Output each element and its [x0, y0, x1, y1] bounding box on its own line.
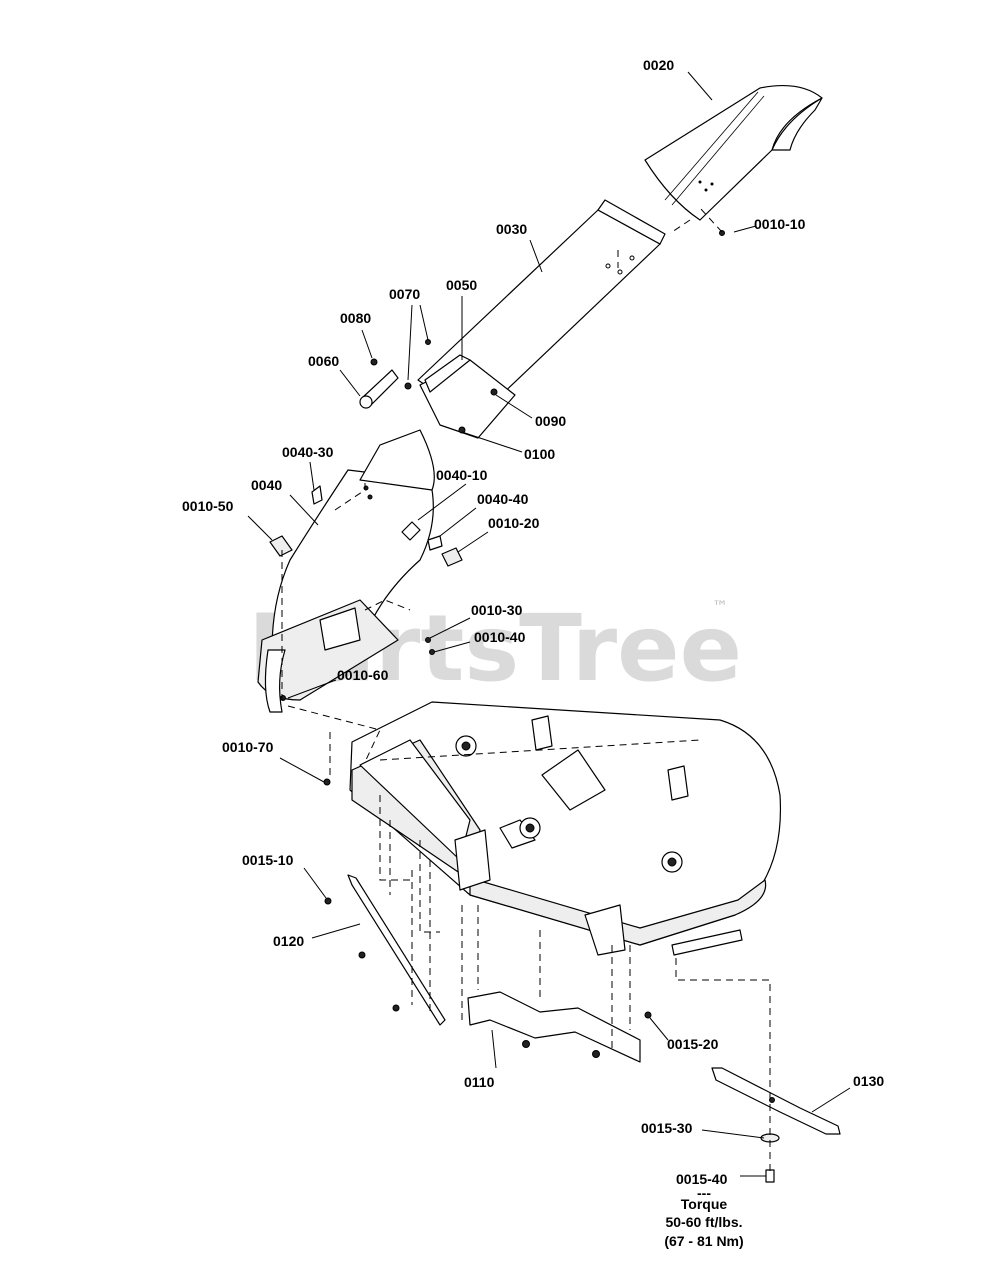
part-0010-60: [280, 695, 286, 701]
part-0080-nut: [370, 358, 378, 366]
part-0010-40: [429, 649, 435, 655]
label-0060[interactable]: 0060: [308, 353, 339, 369]
part-0020-chute-deflector[interactable]: [644, 84, 823, 221]
label-0130[interactable]: 0130: [853, 1073, 884, 1089]
label-0010-30[interactable]: 0010-30: [471, 602, 523, 618]
part-0040-10-bracket: [401, 521, 421, 541]
label-0040-10[interactable]: 0040-10: [436, 467, 488, 483]
label-0010-20[interactable]: 0010-20: [488, 515, 540, 531]
label-0015-10[interactable]: 0015-10: [242, 852, 294, 868]
label-0030[interactable]: 0030: [496, 221, 527, 237]
part-0010-70-nut: [323, 778, 331, 786]
label-0015-20[interactable]: 0015-20: [667, 1036, 719, 1052]
callout-labels: 0020 0010-10 0030 0050 0070 0080 0060 00…: [182, 57, 884, 1187]
torque-separator: ---: [697, 1185, 711, 1201]
label-0100[interactable]: 0100: [524, 446, 555, 462]
label-0070[interactable]: 0070: [389, 286, 420, 302]
label-0090[interactable]: 0090: [535, 413, 566, 429]
chute-hardware: [269, 230, 725, 786]
watermark-trademark: ™: [712, 597, 728, 616]
label-0010-40[interactable]: 0010-40: [474, 629, 526, 645]
part-0040-30-nut: [311, 485, 323, 505]
label-0040[interactable]: 0040: [251, 477, 282, 493]
part-0130-blade[interactable]: [711, 1067, 841, 1135]
part-0010-20-knob: [441, 547, 463, 567]
label-0120[interactable]: 0120: [273, 933, 304, 949]
label-0010-50[interactable]: 0010-50: [182, 498, 234, 514]
torque-value-metric: (67 - 81 Nm): [664, 1233, 743, 1249]
part-0070-washer: [404, 382, 412, 390]
label-0080[interactable]: 0080: [340, 310, 371, 326]
label-0020[interactable]: 0020: [643, 57, 674, 73]
part-0090-bracket[interactable]: [419, 354, 516, 439]
torque-value-imperial: 50-60 ft/lbs.: [665, 1214, 742, 1230]
label-0010-60[interactable]: 0010-60: [337, 667, 389, 683]
assembly-lines: [281, 207, 771, 1172]
part-0040-lower-chute[interactable]: [257, 429, 435, 713]
part-0015-40-bolt[interactable]: [765, 1169, 775, 1183]
label-0040-40[interactable]: 0040-40: [477, 491, 529, 507]
label-0015-30[interactable]: 0015-30: [641, 1120, 693, 1136]
torque-title: Torque: [681, 1196, 728, 1212]
part-0040-40-bolt: [427, 535, 443, 551]
label-0015-40[interactable]: 0015-40: [676, 1171, 728, 1187]
label-0110[interactable]: 0110: [464, 1074, 495, 1090]
part-0010-50-knob: [269, 535, 293, 557]
part-0010-30: [425, 637, 431, 643]
label-0010-10[interactable]: 0010-10: [754, 216, 806, 232]
label-0050[interactable]: 0050: [446, 277, 477, 293]
part-0120-baffle[interactable]: [324, 874, 446, 1026]
mower-deck[interactable]: [349, 701, 782, 956]
part-0110-baffle[interactable]: [467, 991, 652, 1063]
leader-lines: [247, 71, 851, 1177]
label-0010-70[interactable]: 0010-70: [222, 739, 274, 755]
part-0010-10-screw: [719, 230, 725, 236]
label-0040-30[interactable]: 0040-30: [282, 444, 334, 460]
torque-note: --- Torque 50-60 ft/lbs. (67 - 81 Nm): [664, 1185, 743, 1249]
part-0060-handle[interactable]: [359, 339, 431, 409]
